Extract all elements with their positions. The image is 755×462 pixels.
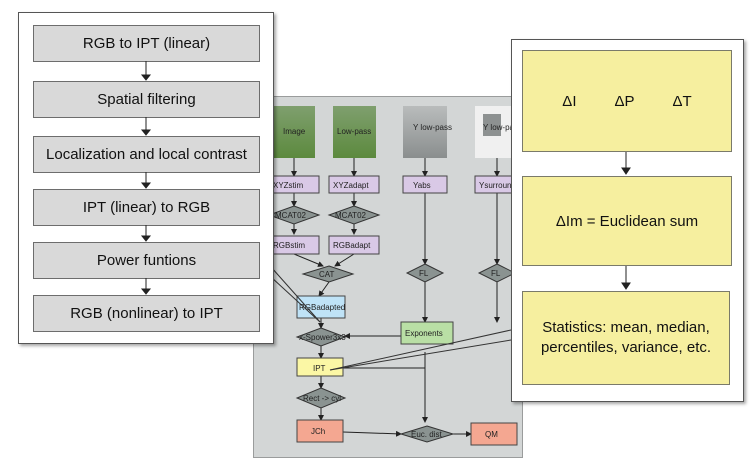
node-exponents-label: Exponents [405,329,443,338]
step-spatial-filtering: Spatial filtering [33,81,260,118]
node-y-abs [402,175,448,194]
node-ipt-label: IPT [313,364,326,373]
thumb-image [273,106,315,158]
node-power-label: x-Spower3x3 [299,333,346,342]
node-fl-2 [477,263,517,283]
node-euc-dist [399,425,455,443]
metric-arrows [621,152,631,290]
thumb-y-lowpass-2-inner [483,114,501,136]
node-rect-cyl [295,387,347,409]
node-rgb-adapted-label: RGBadapted [299,303,345,312]
node-jch-label: JCh [311,427,325,436]
statistics-box: Statistics: mean, median, percentiles, v… [522,291,730,385]
step-arrows [140,61,152,295]
metrics-panel: ΔI ΔP ΔT ΔIm = Euclidean sum Statistics:… [511,39,744,402]
node-fl-1 [405,263,445,283]
node-fl-2-label: FL [491,269,501,278]
delta-i: ΔI [562,92,577,110]
node-euc-dist-label: Euc. dist [411,430,442,439]
node-mcat-1 [267,205,321,225]
node-exponents [400,321,454,345]
node-fl-1-label: FL [419,269,429,278]
node-mcat-2 [327,205,381,225]
node-xyz-stim-label: XYZstim [273,181,304,190]
thumb-lowpass [333,106,376,158]
node-rgb-stim-label: RGBstim [273,241,305,250]
node-cat-label: CAT [319,270,335,279]
node-mcat-2-label: MCAT02 [335,211,367,220]
node-xyz-adapt-label: XYZadapt [333,181,369,190]
node-rgb-adapt [328,235,380,255]
delta-metrics-box: ΔI ΔP ΔT [522,50,732,152]
node-mcat-1-label: MCAT02 [275,211,307,220]
node-xyz-adapt [328,175,380,194]
step-power-functions: Power funtions [33,242,260,279]
node-power [295,327,347,347]
step-rgb-to-ipt: RGB to IPT (linear) [33,25,260,62]
node-jch [296,419,344,443]
node-rect-cyl-label: Rect -> cyl [303,394,341,403]
delta-p: ΔP [614,92,635,110]
node-qm-label: QM [485,430,498,439]
thumb-label-ylowpass: Y low-pass [413,123,452,132]
processing-steps-panel: RGB to IPT (linear) Spatial filtering Lo… [18,12,274,344]
node-y-abs-label: Yabs [413,181,431,190]
thumb-label-lowpass: Low-pass [337,127,371,136]
thumb-y-lowpass [403,106,447,158]
thumb-label-image: Image [283,127,306,136]
euclidean-sum-box: ΔIm = Euclidean sum [522,176,732,266]
delta-t: ΔT [672,92,692,110]
background-flowchart: Image Low-pass Y low-pass Y low-pass XYZ… [267,106,522,446]
node-qm [470,422,518,446]
node-y-surround-label: Ysurround [479,181,516,190]
step-rgb-nonlinear-to-ipt: RGB (nonlinear) to IPT [33,295,260,332]
node-cat [301,265,355,283]
node-rgb-adapt-label: RGBadapt [333,241,371,250]
thumb-label-ylowpass-2: Y low-pass [483,123,522,132]
